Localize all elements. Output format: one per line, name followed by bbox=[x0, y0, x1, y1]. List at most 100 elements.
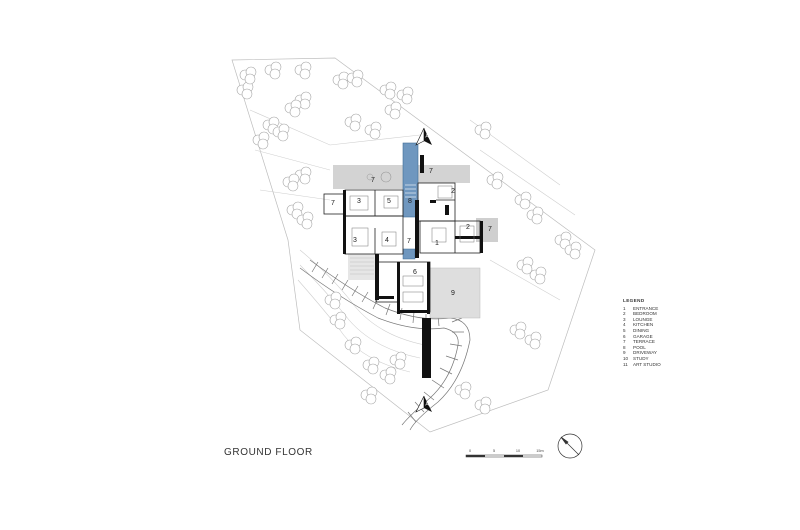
tree-icon bbox=[299, 98, 311, 110]
legend-item-number: 7 bbox=[623, 339, 626, 345]
legend-item-number: 6 bbox=[623, 333, 626, 339]
north-arrow-icon bbox=[557, 433, 583, 459]
scale-tick-0: 0 bbox=[469, 449, 471, 453]
legend-item: 7 TERRACE bbox=[623, 339, 661, 345]
legend-item: 6 GARAGE bbox=[623, 334, 661, 340]
tree-icon bbox=[329, 298, 341, 310]
terrace-table bbox=[366, 173, 374, 181]
legend-item-label: POOL bbox=[633, 344, 646, 350]
legend-item-label: ENTRANCE bbox=[633, 305, 659, 311]
tree-icon bbox=[337, 78, 349, 90]
label-terrace-top-right: 7 bbox=[429, 168, 433, 175]
drawing-title: GROUND FLOOR bbox=[224, 447, 313, 458]
legend-item-number: 4 bbox=[623, 322, 626, 328]
tree-icon bbox=[244, 73, 256, 85]
tree-icon bbox=[491, 178, 503, 190]
label-garage: 6 bbox=[413, 269, 417, 276]
section-marker-bottom: A bbox=[415, 395, 432, 413]
pool-small bbox=[402, 248, 416, 260]
stepped-path bbox=[299, 259, 471, 431]
section-marker-bottom-label: A bbox=[425, 401, 429, 407]
tree-icon bbox=[277, 130, 289, 142]
tree-icon bbox=[401, 93, 413, 105]
tree-icon bbox=[301, 218, 313, 230]
tree-icon bbox=[459, 388, 471, 400]
tree-icon bbox=[334, 318, 346, 330]
legend-item: 1 ENTRANCE bbox=[623, 306, 661, 312]
legend-item-label: ART STUDIO bbox=[633, 361, 661, 367]
trees bbox=[236, 61, 582, 415]
legend-item-number: 1 bbox=[623, 305, 626, 311]
legend-item-number: 5 bbox=[623, 327, 626, 333]
section-marker-top-label: A bbox=[425, 133, 429, 139]
tree-icon bbox=[479, 403, 491, 415]
pool bbox=[402, 142, 419, 218]
tree-icon bbox=[514, 328, 526, 340]
legend-item-number: 8 bbox=[623, 344, 626, 350]
tree-icon bbox=[299, 68, 311, 80]
legend-item-label: TERRACE bbox=[633, 339, 655, 345]
legend-item-number: 3 bbox=[623, 316, 626, 322]
label-terrace-right: 7 bbox=[488, 226, 492, 233]
legend-item-label: GARAGE bbox=[633, 333, 653, 339]
legend-item-number: 2 bbox=[623, 311, 626, 317]
label-terrace-center: 7 bbox=[407, 238, 411, 245]
label-lounge-a: 3 bbox=[357, 198, 361, 205]
legend-item: 11 ART STUDIO bbox=[623, 362, 661, 368]
legend-item: 2 BEDROOM bbox=[623, 311, 661, 317]
label-dining: 5 bbox=[387, 198, 391, 205]
tree-icon bbox=[257, 138, 269, 150]
tree-icon bbox=[389, 108, 401, 120]
label-kitchen: 4 bbox=[385, 237, 389, 244]
legend-item-label: KITCHEN bbox=[633, 322, 654, 328]
tree-icon bbox=[269, 68, 281, 80]
tree-icon bbox=[287, 180, 299, 192]
label-lounge-b: 3 bbox=[353, 237, 357, 244]
label-bedroom-a: 2 bbox=[451, 188, 455, 195]
scale-bar: 0 5 10 15m bbox=[465, 449, 544, 458]
legend-item: 9 DRIVEWAY bbox=[623, 350, 661, 356]
house-solid-walls bbox=[343, 155, 483, 378]
legend-item-label: DRIVEWAY bbox=[633, 350, 657, 356]
section-marker-top: A bbox=[415, 127, 432, 146]
tree-icon bbox=[299, 173, 311, 185]
legend-item-number: 11 bbox=[623, 361, 628, 367]
legend-item-number: 9 bbox=[623, 350, 626, 356]
tree-icon bbox=[365, 393, 377, 405]
terrace-hatch bbox=[350, 257, 374, 275]
scale-tick-1: 5 bbox=[493, 449, 495, 453]
tree-icon bbox=[519, 198, 531, 210]
tree-icon bbox=[241, 88, 253, 100]
tree-icon bbox=[289, 106, 301, 118]
label-bedroom-b: 2 bbox=[466, 224, 470, 231]
legend-item-number: 10 bbox=[623, 355, 629, 361]
tree-icon bbox=[367, 363, 379, 375]
pool-steps bbox=[405, 184, 416, 198]
legend-item-label: LOUNGE bbox=[633, 316, 653, 322]
tree-icon bbox=[531, 213, 543, 225]
tree-icon bbox=[349, 343, 361, 355]
terrace-lower bbox=[348, 254, 376, 280]
tree-icon bbox=[384, 88, 396, 100]
legend-item-label: DINING bbox=[633, 327, 650, 333]
tree-icon bbox=[534, 273, 546, 285]
legend-item: 3 LOUNGE bbox=[623, 317, 661, 323]
legend-item-label: STUDY bbox=[633, 355, 649, 361]
room-labels: 7 7 7 7 7 3 3 5 8 4 1 2 2 6 9 bbox=[331, 168, 492, 297]
tree-icon bbox=[351, 76, 363, 88]
legend-item-label: BEDROOM bbox=[633, 311, 657, 317]
legend-item: 8 POOL bbox=[623, 345, 661, 351]
scale-tick-2: 10 bbox=[516, 449, 520, 453]
label-terrace-left: 7 bbox=[331, 200, 335, 207]
terrace-top-right bbox=[418, 165, 470, 183]
tree-icon bbox=[349, 120, 361, 132]
tree-icon bbox=[521, 263, 533, 275]
tree-icon bbox=[394, 358, 406, 370]
tree-icon bbox=[569, 248, 581, 260]
legend-title: LEGEND bbox=[623, 298, 645, 303]
legend-item: 5 DINING bbox=[623, 328, 661, 334]
tree-icon bbox=[369, 128, 381, 140]
